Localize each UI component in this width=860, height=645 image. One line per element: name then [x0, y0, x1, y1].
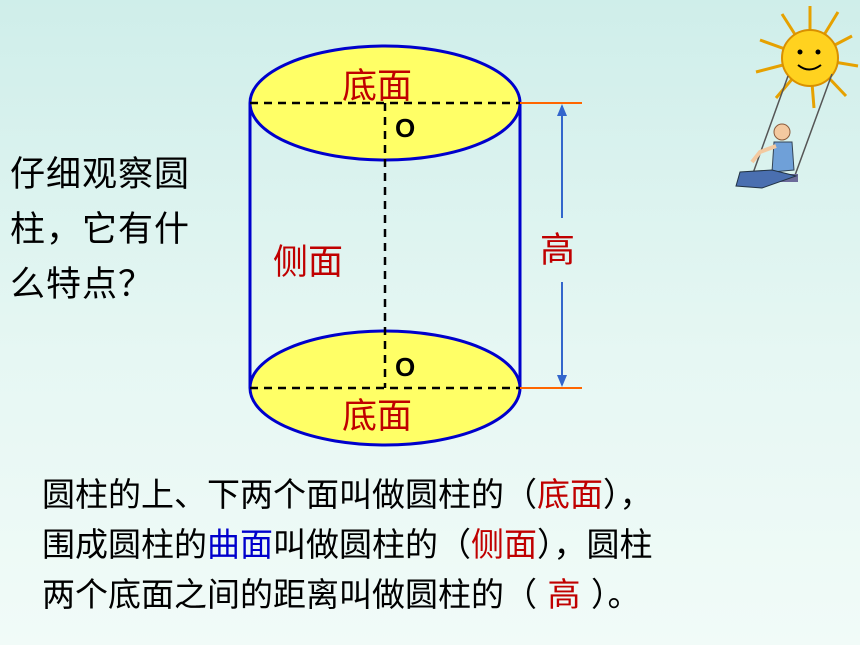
description-line-2: 围成圆柱的曲面叫做圆柱的（侧面），圆柱 [42, 525, 653, 564]
person-legs [735, 169, 798, 189]
lateral-surface-label: 侧面 [273, 243, 344, 283]
sun-icon [755, 6, 859, 109]
swing-rope-right [793, 73, 833, 179]
answer-height: 高 [547, 575, 581, 614]
person-arm [750, 144, 777, 164]
top-center-mark: O [395, 113, 416, 143]
description-line-3: 两个底面之间的距离叫做圆柱的（ 高 ）。 [42, 575, 641, 614]
description-line-1: 圆柱的上、下两个面叫做圆柱的（底面）， [42, 475, 653, 514]
bottom-base-label: 底面 [342, 397, 413, 437]
person-body [771, 141, 795, 173]
height-label: 高 [540, 231, 576, 271]
top-base-label: 底面 [342, 67, 413, 107]
question-line-2: 柱，它有什 [10, 210, 191, 250]
person-head [773, 123, 791, 141]
question-line-3: 么特点？ [10, 265, 155, 305]
answer-lateral: 侧面 [471, 525, 537, 564]
sun-swing-illustration [735, 6, 859, 189]
height-arrowhead-down [557, 375, 567, 387]
term-curved-surface: 曲面 [207, 525, 273, 564]
description-paragraph: 圆柱的上、下两个面叫做圆柱的（底面）， 围成圆柱的曲面叫做圆柱的（侧面），圆柱 … [42, 470, 842, 620]
answer-base: 底面 [537, 475, 603, 514]
question-text: 仔细观察圆 柱，它有什 么特点？ [10, 148, 230, 313]
swing-rope-left [751, 75, 789, 177]
question-line-1: 仔细观察圆 [10, 155, 191, 195]
height-arrowhead-up [557, 104, 567, 116]
bottom-center-mark: O [395, 352, 416, 382]
